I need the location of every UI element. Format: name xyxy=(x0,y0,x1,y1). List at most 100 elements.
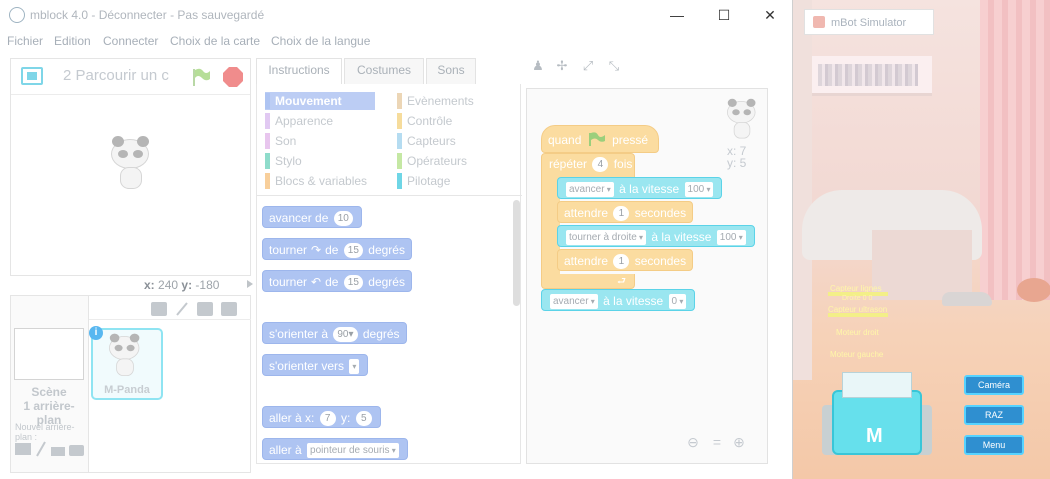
block-dropdown[interactable]: pointeur de souris xyxy=(307,443,399,458)
cut-icon[interactable]: ✢ xyxy=(556,58,568,73)
block-text: secondes xyxy=(634,254,687,268)
panda-ear xyxy=(109,333,120,343)
block-text: attendre xyxy=(564,254,609,268)
scene-column: Scène 1 arrière-plan Nouvel arrière-plan… xyxy=(11,296,89,472)
stop-icon[interactable] xyxy=(223,67,243,87)
zoom-out-icon[interactable]: ⊖ xyxy=(687,434,699,450)
category-motion[interactable]: Mouvement xyxy=(265,92,375,110)
close-button[interactable]: ✕ xyxy=(764,7,776,23)
sensor-value: Droite 0 0 xyxy=(842,295,873,302)
block-input[interactable]: 10 xyxy=(333,211,353,226)
category-events[interactable]: Evènements xyxy=(397,92,507,110)
collapse-stage-icon[interactable] xyxy=(247,280,253,288)
block-input[interactable]: 15 xyxy=(343,275,363,290)
category-color xyxy=(265,93,270,109)
paint-sprite-icon[interactable] xyxy=(175,302,191,316)
block-move-speed[interactable]: avancer à la vitesse 100 xyxy=(557,177,723,199)
category-label: Mouvement xyxy=(275,94,342,108)
block-input[interactable]: 7 xyxy=(319,411,336,426)
category-color xyxy=(265,173,270,189)
direction-dropdown[interactable]: avancer xyxy=(566,182,614,197)
reset-button[interactable]: RAZ xyxy=(964,405,1024,425)
green-flag-icon[interactable] xyxy=(191,67,211,87)
block-input[interactable]: 90▾ xyxy=(333,327,358,342)
camera-sprite-icon[interactable] xyxy=(221,302,237,316)
simulator-tab[interactable]: mBot Simulator xyxy=(804,9,934,35)
block-move-steps[interactable]: avancer de 10 xyxy=(262,206,362,228)
block-point-towards[interactable]: s'orienter vers xyxy=(262,354,369,376)
menu-edit[interactable]: Edition xyxy=(54,34,91,48)
minimize-button[interactable]: — xyxy=(670,7,684,23)
zoom-in-icon[interactable]: ⊕ xyxy=(733,434,745,450)
scene-label: Scène xyxy=(31,385,67,399)
tab-sounds[interactable]: Sons xyxy=(426,58,476,84)
block-text: quand xyxy=(548,133,582,147)
wait-seconds[interactable]: 1 xyxy=(613,206,630,221)
tab-costumes[interactable]: Costumes xyxy=(344,58,424,84)
block-dropdown[interactable] xyxy=(349,359,360,374)
block-turn-right[interactable]: tourner↷de 15 degrés xyxy=(262,238,412,260)
panda-ear xyxy=(746,98,756,107)
category-sound[interactable]: Son xyxy=(265,132,375,150)
block-input[interactable]: 15 xyxy=(343,243,363,258)
direction-dropdown[interactable]: avancer xyxy=(550,294,598,309)
direction-dropdown[interactable]: tourner à droite xyxy=(566,230,647,245)
speed-dropdown[interactable]: 100 xyxy=(684,182,714,197)
menu-file[interactable]: Fichier xyxy=(7,34,44,48)
sprite-card[interactable]: i M-Panda xyxy=(89,326,163,400)
scene-thumbnail[interactable] xyxy=(14,328,84,380)
upload-sprite-icon[interactable] xyxy=(197,302,213,316)
category-color xyxy=(397,93,402,109)
menu-board[interactable]: Choix de la carte xyxy=(170,34,261,48)
block-go-to[interactable]: aller à pointeur de souris xyxy=(262,438,408,460)
project-name[interactable]: 2 Parcourir un c xyxy=(63,67,169,84)
menu-button[interactable]: Menu xyxy=(964,435,1024,455)
sensor-label-line: Capteur lignes xyxy=(830,284,882,293)
block-when-flag-clicked[interactable]: quand pressé xyxy=(541,125,659,153)
presentation-mode-icon[interactable] xyxy=(21,67,43,85)
block-go-to-xy[interactable]: aller à x: 7 y: 5 xyxy=(262,406,381,428)
wait-seconds[interactable]: 1 xyxy=(613,254,630,269)
category-sensing[interactable]: Capteurs xyxy=(397,132,507,150)
sprite-x: x: 7 xyxy=(727,144,747,158)
panda-body xyxy=(120,167,142,189)
block-point-direction[interactable]: s'orienter à 90▾ degrés xyxy=(262,322,407,344)
scripts-area[interactable]: x: 7 y: 5 quand pressé répéter 4 fois ⮐ … xyxy=(526,88,768,464)
category-operators[interactable]: Opérateurs xyxy=(397,152,507,170)
grow-icon[interactable]: ⤢ xyxy=(582,58,594,73)
block-move-speed[interactable]: avancer à la vitesse 0 xyxy=(541,289,696,311)
maximize-button[interactable]: ☐ xyxy=(717,7,731,23)
robot: M xyxy=(822,370,932,465)
block-wait[interactable]: attendre 1 secondes xyxy=(557,249,694,271)
panda-eye xyxy=(126,344,135,352)
shrink-icon[interactable]: ⤡ xyxy=(608,58,620,73)
repeat-count[interactable]: 4 xyxy=(592,157,609,172)
block-turn-left[interactable]: tourner↶de 15 degrés xyxy=(262,270,412,292)
zoom-reset-icon[interactable]: = xyxy=(712,434,722,450)
category-robots[interactable]: Pilotage xyxy=(397,172,507,190)
category-looks[interactable]: Apparence xyxy=(265,112,375,130)
menu-connect[interactable]: Connecter xyxy=(103,34,159,48)
palette-scrollbar[interactable] xyxy=(513,200,520,306)
category-control[interactable]: Contrôle xyxy=(397,112,507,130)
simulator-tab-title: mBot Simulator xyxy=(831,17,907,29)
category-pen[interactable]: Stylo xyxy=(265,152,375,170)
upload-backdrop-icon xyxy=(51,447,65,456)
speed-dropdown[interactable]: 100 xyxy=(716,230,746,245)
wall xyxy=(792,0,812,380)
block-wait[interactable]: attendre 1 secondes xyxy=(557,201,694,223)
block-input[interactable]: 5 xyxy=(355,411,372,426)
block-text: aller à xyxy=(269,443,302,457)
block-turn-speed[interactable]: tourner à droite à la vitesse 100 xyxy=(557,225,755,247)
backdrop-library-icon xyxy=(15,443,31,455)
tab-instructions[interactable]: Instructions xyxy=(256,58,342,84)
menu-language[interactable]: Choix de la langue xyxy=(271,34,371,48)
speed-dropdown[interactable]: 0 xyxy=(668,294,687,309)
stage-coordinates: x: 240 y: -180 xyxy=(144,278,219,292)
duplicate-icon[interactable]: ♟ xyxy=(532,58,544,73)
sprite-library-icon[interactable] xyxy=(151,302,167,316)
mblock-app-icon xyxy=(9,7,25,23)
camera-button[interactable]: Caméra xyxy=(964,375,1024,395)
category-variables[interactable]: Blocs & variables xyxy=(265,172,375,190)
info-icon[interactable]: i xyxy=(89,326,103,340)
